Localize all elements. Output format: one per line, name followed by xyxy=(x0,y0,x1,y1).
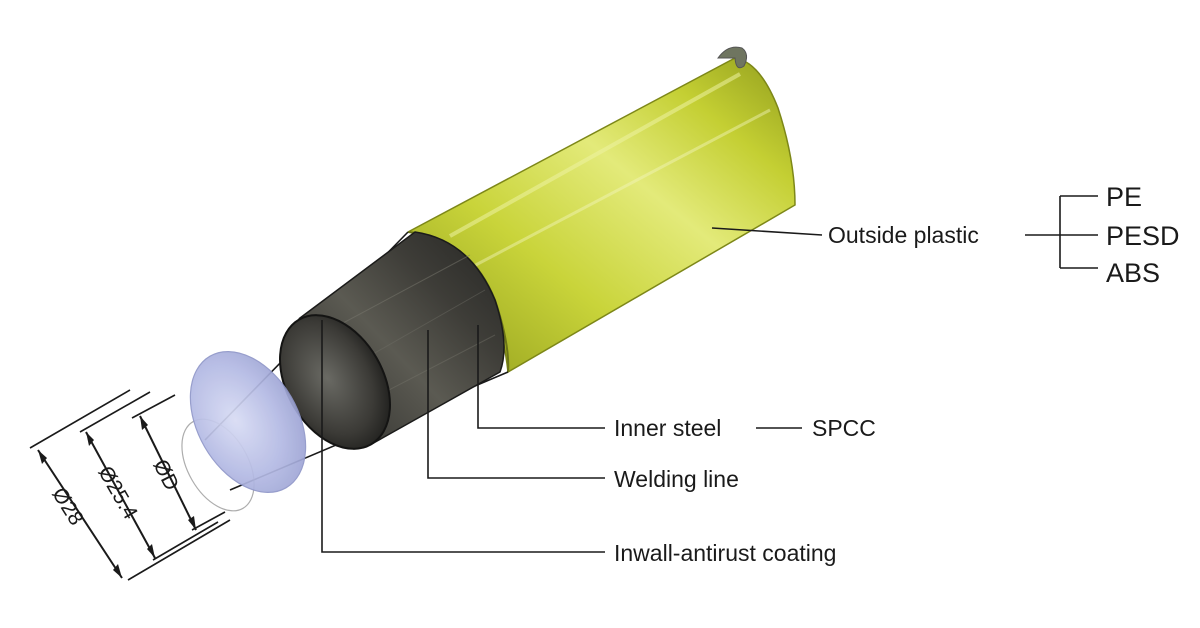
leader-lines xyxy=(321,195,1098,553)
spcc-label: SPCC xyxy=(812,415,876,441)
inwall-coating-disc xyxy=(189,350,307,494)
welding-line-label: Welding line xyxy=(614,466,739,492)
dimension-lines xyxy=(29,389,231,581)
dim-outer-line xyxy=(37,449,123,579)
material-pesd: PESD xyxy=(1106,221,1180,251)
dim-inner-label: ØD xyxy=(148,456,183,495)
inwall-coating-label: Inwall-antirust coating xyxy=(614,540,836,566)
dim-middle-line xyxy=(85,431,156,559)
outside-plastic-label: Outside plastic xyxy=(828,222,979,248)
outside-plastic-layer xyxy=(407,46,796,374)
material-pe: PE xyxy=(1106,182,1142,212)
dim-inner-line xyxy=(139,415,197,531)
material-abs: ABS xyxy=(1106,258,1160,288)
dim-middle-label: Ø25.4 xyxy=(93,462,142,523)
dim-outer-label: Ø28 xyxy=(47,484,88,530)
inner-steel-label: Inner steel xyxy=(614,415,721,441)
